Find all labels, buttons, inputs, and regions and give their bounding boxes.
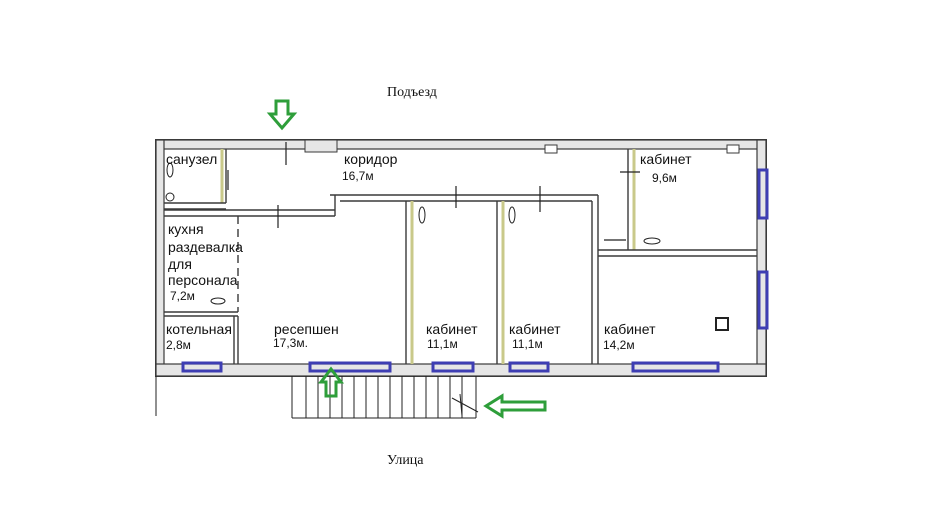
room-koridor-area: 16,7м	[342, 169, 374, 183]
label-street: Улица	[387, 453, 424, 468]
window-marker	[757, 270, 769, 330]
room-kuhnya-line-1: кухня	[168, 221, 204, 237]
room-sanuzel-name: санузел	[166, 151, 218, 167]
room-kabinet-3-name: кабинет	[604, 321, 656, 337]
room-kabinet-3-area: 14,2м	[603, 338, 635, 352]
room-kabinet-ne-name: кабинет	[640, 151, 692, 167]
room-reception-area: 17,3м.	[273, 336, 308, 350]
room-kabinet-2-name: кабинет	[509, 321, 561, 337]
room-kuhnya-line-4: персонала	[168, 272, 238, 288]
wall-pier	[304, 139, 338, 153]
label-entrance: Подъезд	[387, 85, 437, 100]
room-kuhnya-area: 7,2м	[170, 289, 195, 303]
green-arrow-icon	[266, 99, 298, 131]
door-marks	[227, 142, 640, 241]
room-kotelnaya-name: котельная	[166, 321, 232, 337]
room-kuhnya-line-3: для	[168, 256, 192, 272]
window-marker	[431, 361, 475, 373]
green-arrow-icon	[317, 366, 345, 398]
room-kabinet-ne-area: 9,6м	[652, 171, 677, 185]
wall-pier	[726, 144, 740, 154]
fixtures	[165, 162, 729, 331]
room-kabinet-2-area: 11,1м	[512, 337, 543, 351]
window-marker	[308, 361, 392, 373]
room-reception-name: ресепшен	[274, 321, 339, 337]
stairs	[155, 376, 479, 419]
room-kotelnaya-area: 2,8м	[166, 338, 191, 352]
window-marker	[757, 168, 769, 220]
room-kabinet-1-name: кабинет	[426, 321, 478, 337]
wall-pier	[544, 144, 558, 154]
window-marker	[508, 361, 550, 373]
room-kuhnya-line-2: раздевалка	[168, 239, 243, 255]
room-koridor-name: коридор	[344, 151, 398, 167]
green-arrow-icon	[483, 393, 547, 419]
room-kabinet-1-area: 11,1м	[427, 337, 458, 351]
window-marker	[181, 361, 223, 373]
interior-walls	[164, 149, 757, 364]
window-marker	[631, 361, 720, 373]
windows	[181, 168, 769, 373]
